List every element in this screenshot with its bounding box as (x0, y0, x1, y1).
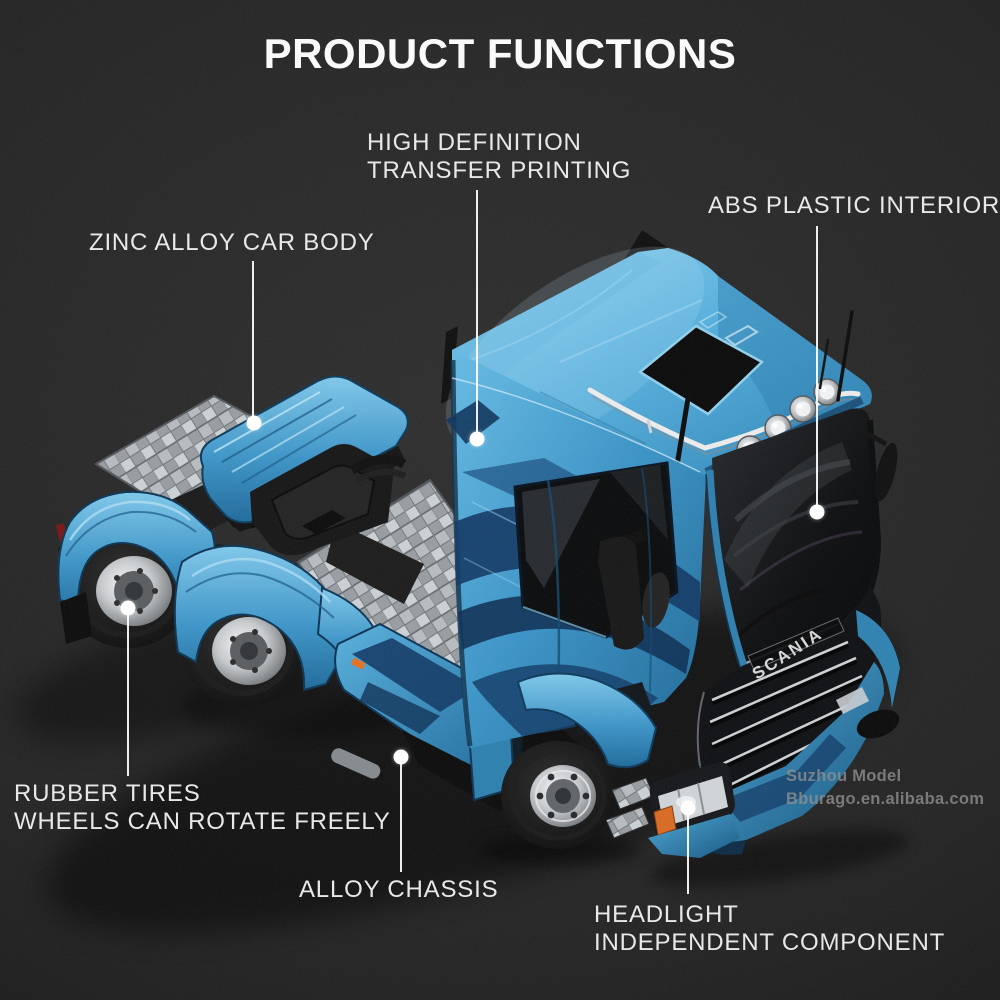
page-title: PRODUCT FUNCTIONS (263, 30, 737, 77)
callout-line-abs-plastic-interior (816, 226, 818, 506)
callout-text-line: WHEELS CAN ROTATE FREELY (14, 808, 391, 835)
callout-line-high-definition (476, 190, 478, 432)
callout-text-line: ABS PLASTIC INTERIOR (708, 192, 1000, 219)
callout-dot-alloy-chassis (393, 749, 409, 765)
callout-text-line: ZINC ALLOY CAR BODY (89, 229, 375, 256)
watermark: Suzhou Model Bburago.en.alibaba.com (786, 765, 984, 811)
callout-dot-zinc-alloy-car-body (246, 415, 262, 431)
watermark-line: Bburago.en.alibaba.com (786, 790, 985, 808)
callout-label-abs-plastic-interior: ABS PLASTIC INTERIOR (708, 192, 1000, 220)
callout-label-rubber-tires: RUBBER TIRES WHEELS CAN ROTATE FREELY (14, 780, 391, 836)
watermark-line: Suzhou Model (786, 767, 902, 785)
callout-line-alloy-chassis (400, 760, 402, 872)
callout-label-headlight-independent-component: HEADLIGHT INDEPENDENT COMPONENT (594, 901, 945, 957)
callout-line-headlight (687, 810, 689, 894)
callout-dot-headlight (680, 800, 696, 816)
callout-text-line: TRANSFER PRINTING (367, 157, 632, 184)
callout-text-line: HIGH DEFINITION (367, 129, 582, 156)
callout-label-high-definition-transfer-printing: HIGH DEFINITION TRANSFER PRINTING (367, 129, 631, 185)
callout-label-alloy-chassis: ALLOY CHASSIS (299, 876, 498, 904)
callout-text-line: HEADLIGHT (594, 901, 739, 928)
callout-line-rubber-tires (127, 612, 129, 776)
callout-text-line: ALLOY CHASSIS (299, 876, 499, 903)
callout-label-zinc-alloy-car-body: ZINC ALLOY CAR BODY (89, 229, 375, 257)
callout-text-line: RUBBER TIRES (14, 780, 201, 807)
callout-dot-abs-plastic-interior (809, 504, 825, 520)
callout-line-zinc-alloy-car-body (252, 261, 254, 416)
callout-text-line: INDEPENDENT COMPONENT (594, 929, 946, 956)
callout-dot-high-definition (469, 431, 485, 447)
callout-dot-rubber-tires (120, 600, 136, 616)
